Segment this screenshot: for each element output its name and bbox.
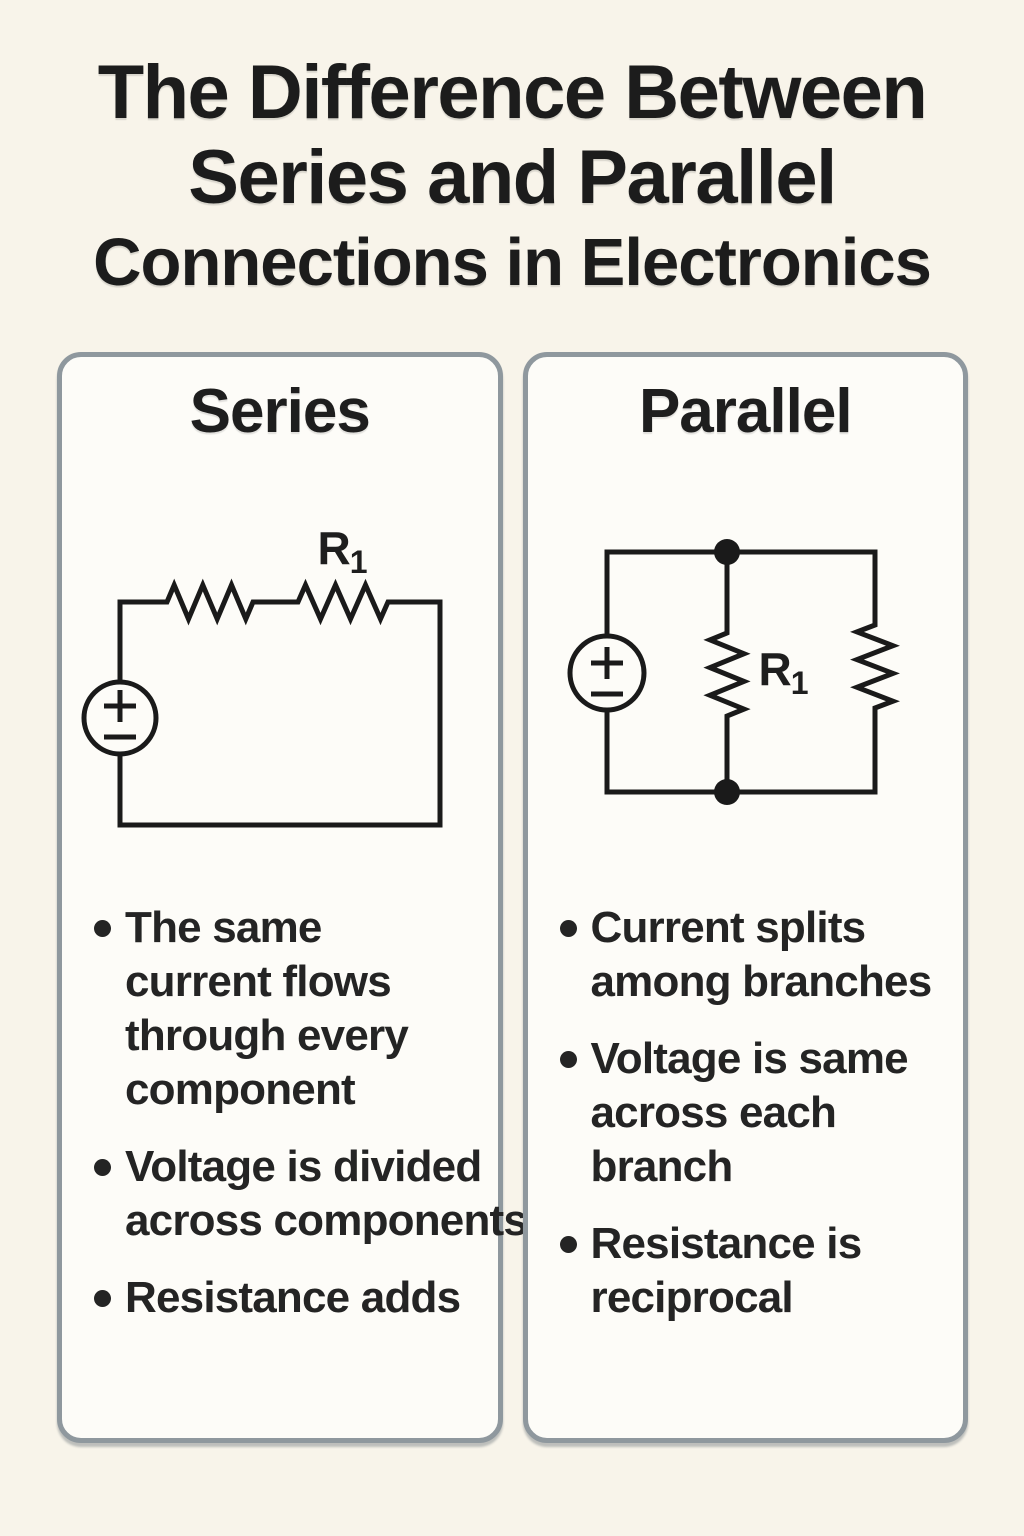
bullet-text-line: Resistance adds [125, 1273, 461, 1322]
bullet-text-line: The same [125, 903, 322, 952]
series-resistor-label: R1 [317, 522, 366, 580]
parallel-voltage-source-icon [567, 633, 646, 713]
parallel-outer-loop-resistor-icon [604, 549, 900, 795]
list-item: Resistance adds [94, 1271, 497, 1325]
bullet-icon [559, 920, 577, 937]
parallel-resistor-label: R1 [758, 643, 807, 701]
bullet-icon [94, 920, 111, 937]
bullet-text-line: branch [590, 1142, 734, 1191]
bullet-text-line: through every [125, 1011, 409, 1060]
list-item: Resistance is reciprocal [559, 1217, 963, 1325]
bullet-icon [559, 1051, 577, 1068]
bullet-icon [94, 1290, 111, 1307]
title-line-1: The Difference Between [97, 50, 928, 135]
bottom-node-dot-icon [713, 779, 740, 805]
bullet-text-line: component [125, 1065, 356, 1114]
list-item: Voltage is divided across components [94, 1140, 528, 1248]
title-line-2: Series and Parallel [188, 135, 837, 220]
series-wire-loop-resistor-icon [117, 578, 443, 828]
bullet-text-line: current flows [125, 957, 392, 1006]
series-card-title: Series [189, 377, 371, 446]
comparison-cards: Series R1 The same current flows through… [57, 352, 968, 1443]
parallel-card-title: Parallel [638, 377, 853, 446]
bullet-text-line: among branches [590, 957, 933, 1006]
bullet-text-line: Voltage is divided [125, 1142, 482, 1191]
bullet-icon [94, 1159, 111, 1176]
bullet-text-line: reciprocal [590, 1273, 794, 1322]
parallel-circuit-diagram: R1 [567, 539, 900, 805]
bullet-text-line: Current splits [590, 903, 867, 952]
series-voltage-source-icon [81, 679, 159, 757]
series-bullet-list: The same current flows through every com… [94, 901, 528, 1325]
series-card: Series R1 The same current flows through… [57, 352, 528, 1443]
infographic-title: The Difference Between Series and Parall… [0, 50, 1024, 305]
title-line-3: Connections in Electronics [93, 225, 932, 300]
bullet-text-line: across components [125, 1196, 528, 1245]
bullet-text-line: Voltage is same [590, 1034, 909, 1083]
series-circuit-diagram: R1 [81, 522, 443, 828]
parallel-middle-branch-resistor-icon [702, 552, 751, 792]
list-item: Voltage is same across each branch [559, 1032, 963, 1194]
bullet-icon [559, 1236, 577, 1253]
bullet-text-line: across each [590, 1088, 837, 1137]
top-node-dot-icon [713, 539, 740, 565]
parallel-bullet-list: Current splits among branches Voltage is… [559, 901, 963, 1325]
bullet-text-line: Resistance is [590, 1219, 863, 1268]
parallel-card: Parallel R1 Current splits among bran [522, 352, 968, 1443]
list-item: Current splits among branches [559, 901, 963, 1009]
list-item: The same current flows through every com… [94, 901, 497, 1117]
